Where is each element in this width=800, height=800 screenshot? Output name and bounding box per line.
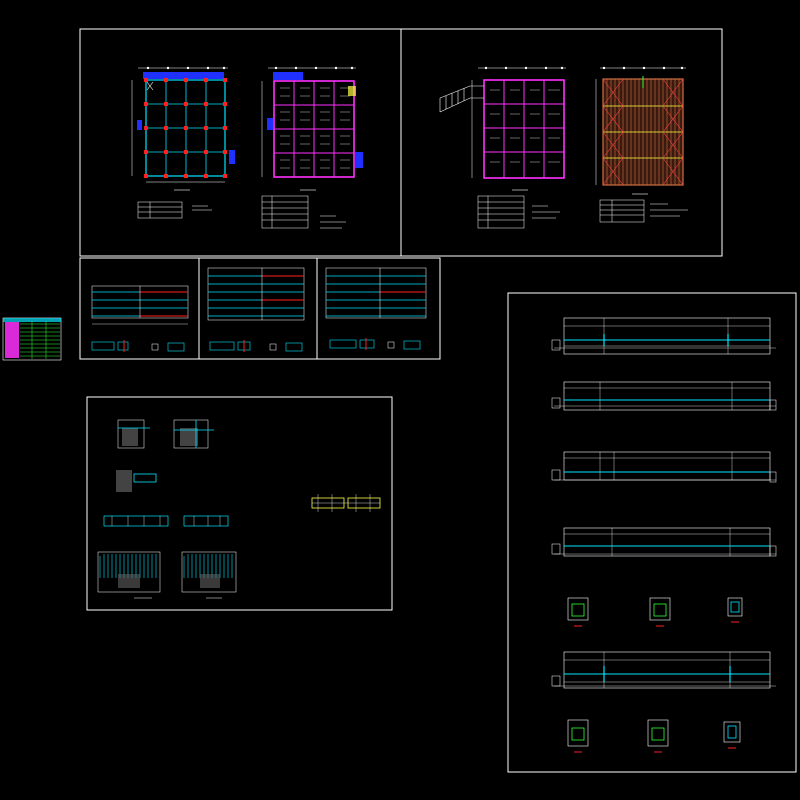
frame-plan-right <box>400 28 723 257</box>
beam-sections-row-1 <box>567 597 743 627</box>
beam-elevation-4 <box>551 527 777 557</box>
plan-slab-3 <box>439 66 566 229</box>
beam-elevation-3 <box>551 451 777 483</box>
beam-elevations-sheet <box>551 317 777 753</box>
frame-details <box>86 396 393 611</box>
frame-section-3 <box>316 257 441 360</box>
frame-plan-left <box>79 28 402 257</box>
frame-section-1 <box>79 257 200 360</box>
beam-sections-row-2 <box>567 719 741 753</box>
sheet-frames <box>79 28 797 773</box>
beam-elevation-2 <box>551 381 777 411</box>
plan-slab-2 <box>261 66 363 229</box>
details-sheet <box>97 419 381 599</box>
beam-elevation-5 <box>551 651 776 689</box>
drawing-index-table <box>2 317 62 361</box>
frame-section-2 <box>198 257 318 360</box>
plan-roof-4 <box>595 66 688 223</box>
beam-elevation-1 <box>551 317 776 355</box>
frame-beam-elevations <box>507 292 797 773</box>
section-sheet-1 <box>91 285 189 352</box>
section-sheet-3 <box>325 267 427 350</box>
section-sheet-2 <box>207 267 305 352</box>
plan-framing-1 <box>131 66 235 219</box>
